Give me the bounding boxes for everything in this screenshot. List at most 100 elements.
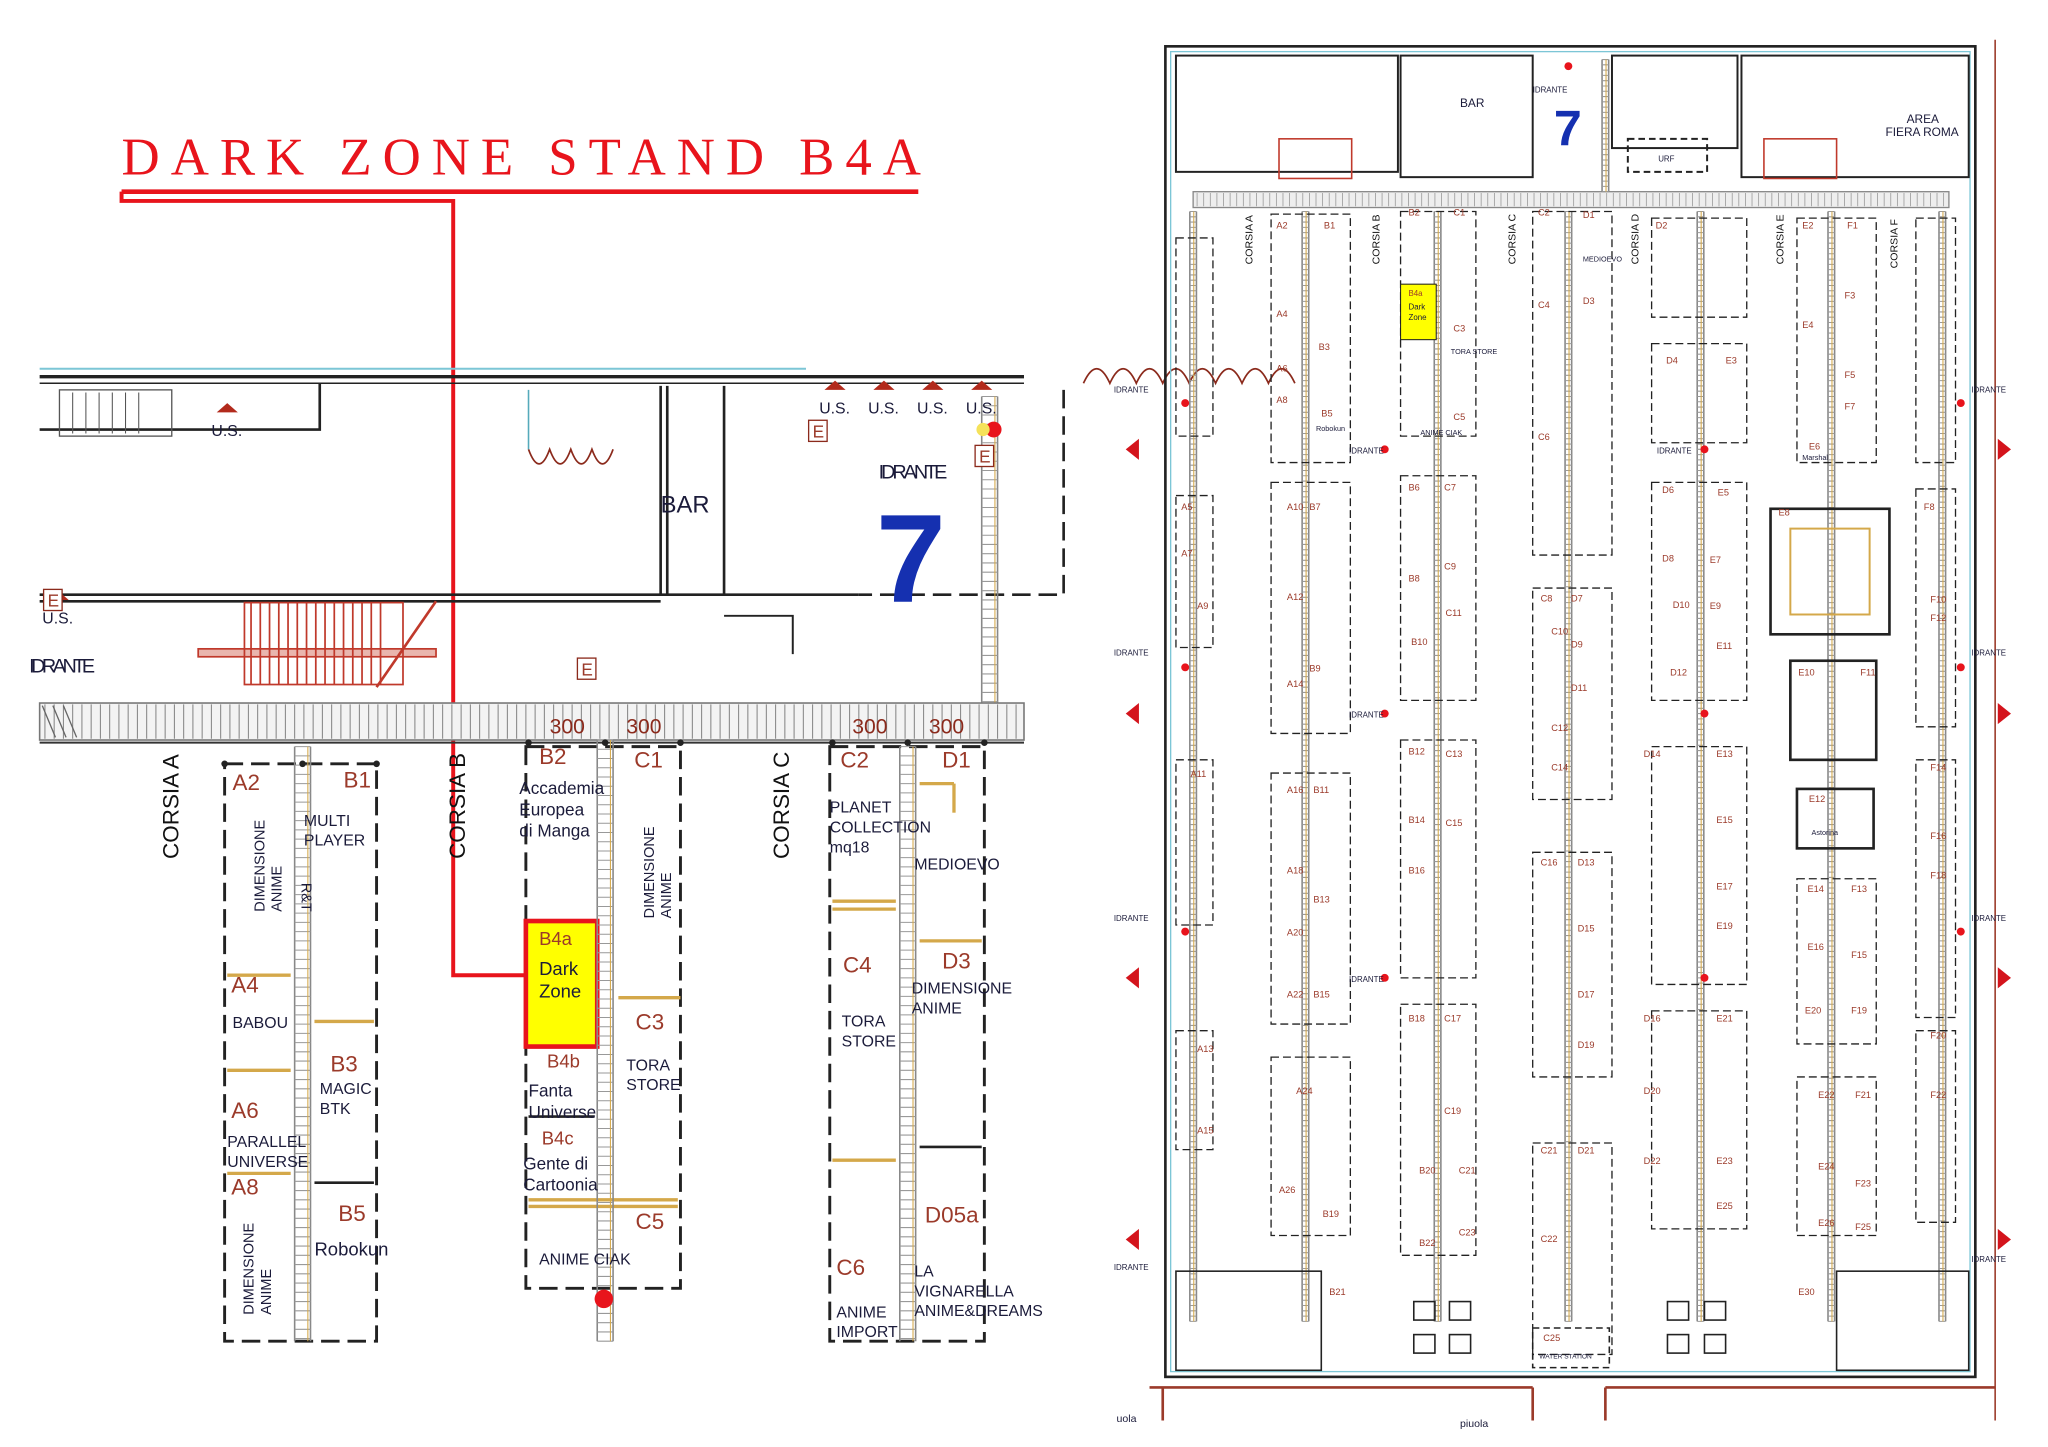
aisle-label: CORSIA C bbox=[769, 752, 794, 859]
overview-stand-code: D17 bbox=[1578, 990, 1595, 1000]
stand-name: ANIME bbox=[836, 1304, 886, 1321]
stand-name: ANIME&DREAMS bbox=[914, 1303, 1043, 1320]
overview-stand-code: F14 bbox=[1930, 762, 1946, 772]
overview-stand-code: D15 bbox=[1578, 924, 1595, 934]
exit-e-label: E bbox=[813, 421, 824, 441]
stand-block bbox=[1650, 217, 1748, 318]
stand-code: B1 bbox=[344, 768, 371, 793]
stand-b4a-highlight[interactable] bbox=[523, 918, 600, 1049]
overview-stand-name: TORA STORE bbox=[1451, 347, 1498, 356]
overview-stand-code: E24 bbox=[1818, 1161, 1834, 1171]
entrance-arrow-icon bbox=[1997, 1228, 2012, 1251]
overview-stand-code: B22 bbox=[1419, 1238, 1435, 1248]
hydrant-label: IDRANTE bbox=[1971, 914, 2006, 923]
overview-stand-code: B15 bbox=[1313, 990, 1329, 1000]
overview-stand-code: F1 bbox=[1847, 221, 1858, 231]
stand-name: Cartoonia bbox=[523, 1175, 598, 1195]
stand-name: UNIVERSE bbox=[227, 1154, 308, 1171]
exit-label: U.S. bbox=[42, 611, 73, 628]
stand-block bbox=[1270, 213, 1352, 464]
overview-stand-code: E17 bbox=[1716, 881, 1732, 891]
exit-label: U.S. bbox=[966, 401, 997, 418]
overview-stand-code: F10 bbox=[1930, 595, 1946, 605]
overview-stand-code: E25 bbox=[1716, 1201, 1732, 1211]
hydrant-label: IDRANTE bbox=[1971, 648, 2006, 657]
overview-stand-code: F18 bbox=[1930, 871, 1946, 881]
stand-block bbox=[1650, 1010, 1748, 1230]
stand-block bbox=[1270, 1056, 1352, 1237]
overview-stand-code: B6 bbox=[1408, 482, 1419, 492]
ladder-right bbox=[980, 395, 999, 704]
stand-name: PLANET bbox=[830, 800, 892, 817]
stand-name: MULTI bbox=[304, 813, 350, 830]
hydrant-label: IDRANTE bbox=[1114, 914, 1149, 923]
stand-name: ANIME bbox=[259, 1268, 275, 1314]
overview-stand-code: C23 bbox=[1459, 1228, 1476, 1238]
overview-dark-zone-stand[interactable] bbox=[1400, 283, 1437, 341]
entrance-arrow-icon bbox=[1997, 438, 2012, 460]
overview-stand-code: A2 bbox=[1276, 221, 1287, 231]
overview-stand-code: A16 bbox=[1287, 785, 1303, 795]
hydrant-marker bbox=[985, 421, 1002, 438]
overview-stand-code: C10 bbox=[1551, 626, 1568, 636]
entrance-arrow-icon bbox=[1125, 703, 1139, 725]
stand-code: A2 bbox=[233, 770, 260, 795]
exit-e-label: E bbox=[48, 591, 59, 611]
stand-code: A4 bbox=[231, 972, 258, 997]
hydrant-marker bbox=[1564, 62, 1573, 71]
stand-block bbox=[1796, 1076, 1877, 1237]
stand-name: BABOU bbox=[233, 1015, 288, 1032]
stand-code: B4a bbox=[539, 928, 573, 949]
stand-name: DIMENSIONE bbox=[912, 981, 1012, 998]
overview-stand-code: D3 bbox=[1583, 296, 1595, 306]
hydrant-marker bbox=[1380, 709, 1389, 718]
stand-block bbox=[1270, 772, 1352, 1025]
aisle-label: CORSIA B bbox=[1370, 214, 1382, 264]
entrance-arrow-icon bbox=[1997, 967, 2012, 989]
hydrant-label: IDRANTE bbox=[1349, 446, 1384, 455]
hydrant-marker bbox=[1380, 445, 1389, 454]
overview-stand-code: D12 bbox=[1670, 667, 1687, 677]
stand-block bbox=[1650, 481, 1748, 702]
overview-stand-code: B3 bbox=[1319, 342, 1330, 352]
overview-stand-name: ANIME CIAK bbox=[1420, 428, 1462, 437]
emergency-exit-icon bbox=[971, 380, 993, 390]
overview-stand-code: A18 bbox=[1287, 865, 1303, 875]
overview-stand-code: A22 bbox=[1287, 990, 1303, 1000]
page-title: DARK ZONE STAND B4A bbox=[122, 129, 925, 187]
overview-stand-name: Astorina bbox=[1811, 828, 1839, 837]
hydrant-marker bbox=[1181, 927, 1190, 936]
hydrant-label: IDRANTE bbox=[1114, 1263, 1149, 1272]
overview-stand-code: F12 bbox=[1930, 613, 1946, 623]
overview-stand-code: C25 bbox=[1543, 1333, 1560, 1343]
stairs bbox=[197, 600, 438, 688]
exit-e-label: E bbox=[581, 659, 592, 679]
overview-stand-code: E15 bbox=[1716, 815, 1732, 825]
hydrant-marker bbox=[1380, 973, 1389, 982]
exit-label: U.S. bbox=[868, 401, 899, 418]
pointer-line bbox=[119, 191, 529, 978]
stand-code: B4a bbox=[1408, 289, 1423, 298]
hydrant-label: IDRANTE bbox=[1114, 386, 1149, 395]
